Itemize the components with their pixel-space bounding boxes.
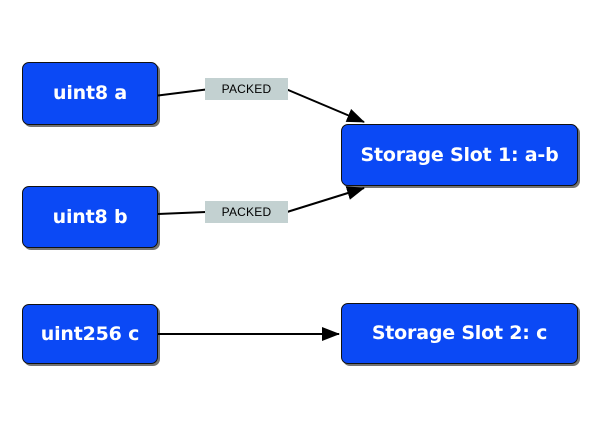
node-uint8-b[interactable]: uint8 b [22, 186, 158, 248]
node-label: Storage Slot 2: c [371, 322, 548, 344]
edge-label-packed-b: PACKED [205, 201, 288, 223]
node-label: Storage Slot 1: a-b [360, 143, 559, 166]
node-label: uint256 c [40, 322, 140, 345]
edge-a-to-slot1-segment1 [157, 88, 207, 97]
node-uint256-c[interactable]: uint256 c [22, 304, 158, 364]
node-label: uint8 b [52, 205, 128, 228]
node-storage-slot-1[interactable]: Storage Slot 1: a-b [341, 124, 578, 186]
edge-b-to-slot1-segment2 [286, 186, 365, 213]
node-uint8-a[interactable]: uint8 a [22, 62, 158, 125]
edge-b-to-slot1-segment1 [157, 211, 207, 215]
node-storage-slot-2[interactable]: Storage Slot 2: c [341, 303, 578, 364]
edge-label-packed-a: PACKED [205, 78, 288, 100]
edge-a-to-slot1-segment2 [286, 88, 365, 123]
node-label: uint8 a [53, 82, 127, 104]
